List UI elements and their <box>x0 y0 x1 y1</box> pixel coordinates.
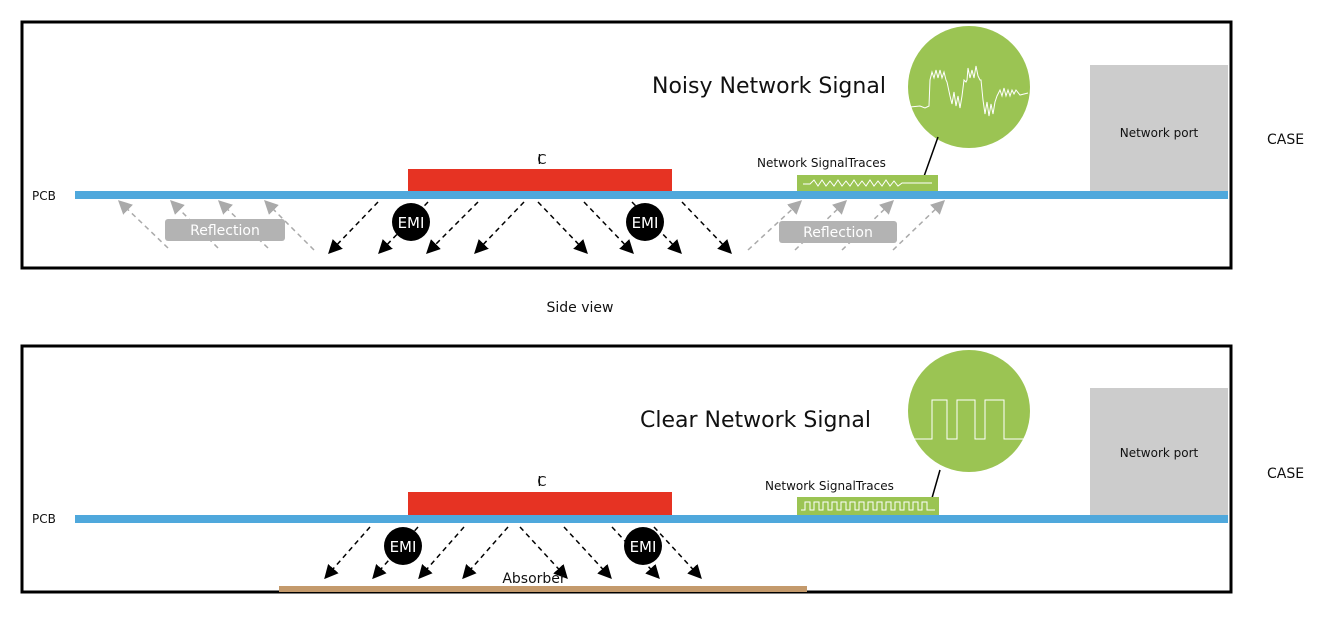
emi-icon <box>384 527 422 565</box>
network-port <box>1090 65 1228 191</box>
ic-chip <box>408 492 672 515</box>
pcb-label: PCB <box>32 512 56 526</box>
emi-arrow <box>583 201 634 255</box>
emi-icon <box>624 527 662 565</box>
reflection-arrow <box>892 200 946 251</box>
emi-label: EMI <box>630 538 657 556</box>
emi-arrow <box>328 201 379 255</box>
emi-arrow <box>474 201 525 255</box>
emi-arrow <box>563 526 612 580</box>
emi-arrow <box>418 526 465 580</box>
noisy-signal-waveform <box>909 65 1029 117</box>
ic-chip <box>408 169 672 191</box>
reflection-left: Reflection <box>117 200 315 251</box>
emi-arrows <box>328 201 732 255</box>
reflection-arrow <box>747 200 803 251</box>
emi-label: EMI <box>398 214 425 232</box>
emi-badge: EMI <box>624 527 662 565</box>
network-port <box>1090 388 1228 515</box>
emi-icon <box>626 203 664 241</box>
caption-side-view: Side view <box>547 300 614 316</box>
emi-badge: EMI <box>626 203 664 241</box>
case-label: CASE <box>1267 466 1304 482</box>
signal-title: Clear Network Signal <box>640 408 871 433</box>
emi-icon <box>392 203 430 241</box>
emi-arrow <box>324 526 371 580</box>
emi-arrow <box>462 526 509 580</box>
reflection-right: Reflection <box>747 200 946 251</box>
case-label: CASE <box>1267 132 1304 148</box>
traces-label: Network SignalTraces <box>757 156 886 170</box>
clear-signal-waveform <box>912 399 1024 440</box>
emi-arrow <box>537 201 588 255</box>
emi-arrow <box>681 201 732 255</box>
signal-title: Noisy Network Signal <box>652 74 886 99</box>
magnifier-pointer <box>921 136 939 183</box>
ic-label: IC <box>537 475 546 490</box>
emi-arrow <box>611 526 660 580</box>
signal-magnifier <box>908 26 1030 148</box>
reflection-badge <box>165 219 285 241</box>
case-outline <box>20 20 1233 270</box>
reflection-arrow <box>264 200 315 251</box>
emi-badge: EMI <box>384 527 422 565</box>
reflection-label: Reflection <box>803 225 873 241</box>
emi-label: EMI <box>632 214 659 232</box>
clear-trace-waveform <box>801 501 935 511</box>
ic-label: IC <box>537 153 546 168</box>
network-port-label: Network port <box>1120 126 1199 140</box>
emi-arrow <box>653 526 702 580</box>
noisy-trace-waveform <box>803 179 932 187</box>
pcb-label: PCB <box>32 189 56 203</box>
reflection-label: Reflection <box>190 223 260 239</box>
reflection-badge <box>779 221 897 243</box>
emi-arrow <box>426 201 479 254</box>
panel-noisy: PCB Network port IC Noisy Network Signal… <box>20 20 1304 270</box>
traces-label: Network SignalTraces <box>765 479 894 493</box>
emi-arrow <box>519 526 568 580</box>
network-port-label: Network port <box>1120 446 1199 460</box>
emi-label: EMI <box>390 538 417 556</box>
emi-badge: EMI <box>392 203 430 241</box>
absorber-label: Absorber <box>502 571 566 587</box>
signal-magnifier <box>908 350 1030 472</box>
pcb-board <box>75 191 1228 199</box>
reflection-arrow <box>117 200 169 249</box>
panel-clear: PCB Network port IC Clear Network Signal… <box>20 344 1304 594</box>
absorber <box>279 586 807 592</box>
pcb-board <box>75 515 1228 523</box>
